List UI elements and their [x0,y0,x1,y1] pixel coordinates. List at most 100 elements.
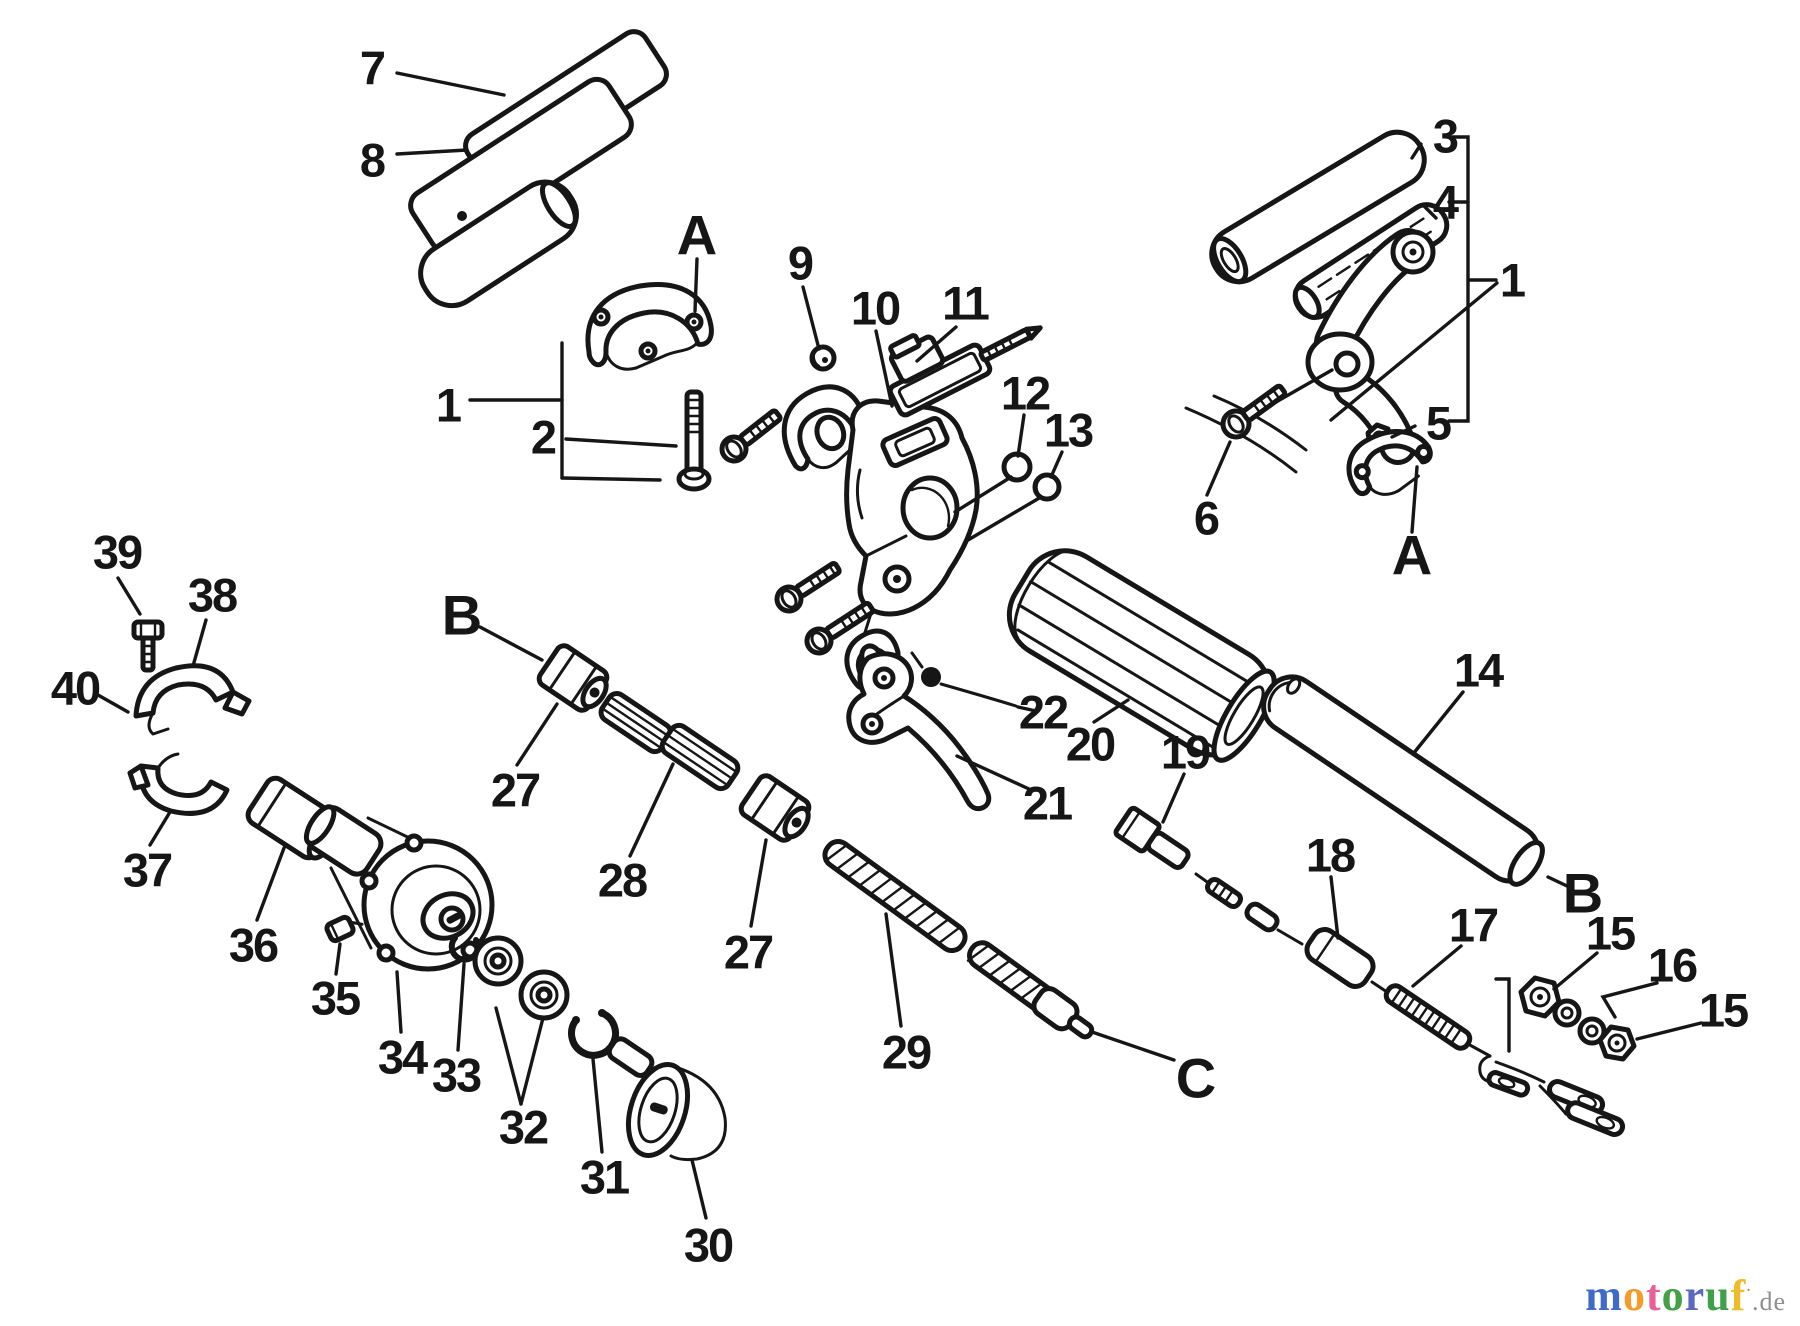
washers-16 [1552,998,1607,1046]
throttle-housing-10 [844,398,980,662]
leader-36 [255,846,286,922]
leader-21 [955,754,1031,791]
nut-9 [809,344,837,372]
leader-14 [1411,690,1465,756]
leader-5 [1390,424,1417,439]
logo-mark: · [1746,1283,1752,1299]
leader-17 [1411,944,1463,988]
part-label-12: 12 [1001,367,1050,420]
leader-34 [395,970,403,1034]
leader-40 [96,693,130,714]
throttle-trigger-21 [846,651,992,812]
gear-housing-34 [303,804,495,972]
leader-28 [628,762,675,858]
lower-clamp-a [1346,429,1433,497]
leader-32 [494,1006,523,1106]
clamp-shell-37 [127,752,230,816]
foam-sleeve [418,179,579,309]
spline-shaft-28 [598,690,741,792]
logo-letter: m [1585,1271,1623,1320]
switch-11 [887,325,1043,418]
leader-27-left [515,702,559,767]
part-label-11: 11 [942,277,989,330]
leader-15-a [1552,951,1599,991]
bolt-39 [131,619,165,673]
leader-a-right [1410,465,1419,534]
leader-7 [395,71,506,97]
part-label-2: 2 [531,411,556,464]
part-label-35: 35 [311,972,360,1025]
part-label-33: 33 [432,1049,481,1102]
coupler-27-right [738,773,812,843]
leader-9 [801,285,821,351]
part-label-3: 3 [1433,110,1458,163]
bolt-2 [676,389,712,492]
nut-15-first [1518,975,1562,1019]
ball-12 [1001,451,1033,483]
clutch-drum-30 [606,1036,727,1162]
part-label-14: 14 [1454,644,1504,697]
leader-27-right [749,838,768,928]
part-label-40: 40 [51,662,100,715]
cable-adjuster-19 [1113,805,1191,870]
leader-33 [456,962,466,1052]
part-label-5: 5 [1426,397,1451,450]
grip-tube-3 [1209,129,1427,285]
leader-10 [874,329,894,408]
part-label-28: 28 [598,854,647,907]
part-label-1-left: 1 [436,379,461,432]
coupler-27-left [536,643,610,713]
assembly-line-ball-12 [953,475,1013,514]
clamp-shell-38 [133,663,252,736]
part-label-4: 4 [1433,176,1459,229]
handle-grip-20 [1006,548,1277,763]
bracket-group-1-left-bottom [560,476,662,482]
motoruf-logo-suffix: .de [1751,1287,1786,1316]
logo-letter: o [1622,1271,1646,1320]
leader-1-right [1329,281,1499,422]
leader-a-top [693,257,699,313]
part-label-7: 7 [360,42,385,95]
leader-11 [915,325,958,363]
parts-artwork [127,29,1637,1162]
part-label-20: 20 [1066,718,1115,771]
assembly-line-cable-end [1494,977,1511,1053]
leader-35 [334,942,342,976]
leader-19 [1161,772,1186,824]
leader-31 [591,1057,604,1154]
leader-c [1090,1030,1176,1062]
part-label-b-right: B [1563,862,1603,925]
leader-3 [1410,142,1423,160]
part-label-18: 18 [1306,829,1355,882]
part-label-15-b: 15 [1699,984,1748,1037]
leader-15-b [1635,1021,1703,1041]
upper-clamp-a [585,282,714,371]
part-label-31: 31 [580,1151,629,1204]
part-label-15-a: 15 [1586,907,1635,960]
leader-39 [116,576,142,616]
bolt-24 [719,408,783,464]
part-label-a-top: A [677,204,717,267]
bolt-25 [774,561,842,614]
leader-b-right [1546,875,1569,888]
nut-15-second [1597,1024,1637,1062]
part-label-36: 36 [229,919,278,972]
part-label-17: 17 [1449,899,1498,952]
part-label-19: 19 [1161,726,1210,779]
leader-18 [1329,875,1340,940]
logo-letter: r [1684,1271,1706,1320]
throttle-spring-22 [910,651,1018,708]
leader-20 [1092,698,1130,724]
logo-letter: t [1645,1271,1662,1320]
part-label-39: 39 [93,526,142,579]
leader-29 [884,912,903,1028]
part-label-13: 13 [1044,404,1093,457]
part-label-10: 10 [851,282,900,335]
bolt-26 [804,600,876,656]
logo-letter: u [1705,1271,1731,1320]
leader-22 [1016,705,1038,713]
shaft-tube-14 [1261,674,1545,887]
